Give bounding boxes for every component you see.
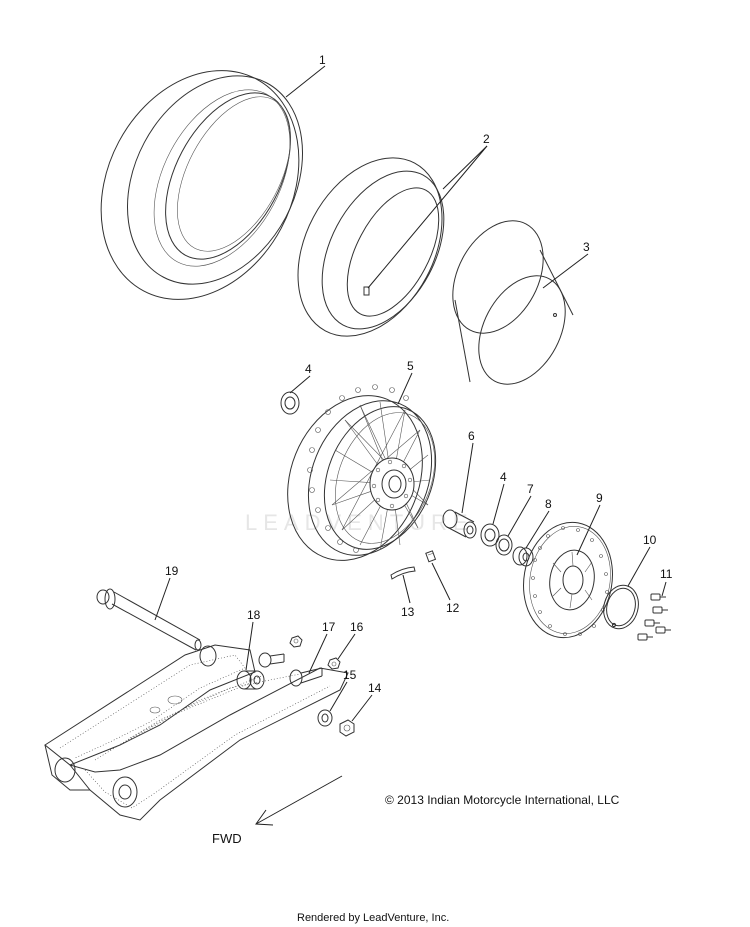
callout-4-left[interactable]: 4 <box>305 362 312 376</box>
callout-14[interactable]: 14 <box>368 681 382 695</box>
callout-7[interactable]: 7 <box>527 482 534 496</box>
callout-19[interactable]: 19 <box>165 564 179 578</box>
callout-4-right[interactable]: 4 <box>500 470 507 484</box>
callout-2[interactable]: 2 <box>483 132 490 146</box>
rim-band[interactable] <box>435 205 583 399</box>
leader-lines <box>154 65 667 722</box>
forward-arrow-icon <box>255 775 343 826</box>
brake-disc[interactable] <box>515 515 622 645</box>
pivot-bushing[interactable] <box>236 670 265 690</box>
washer-15[interactable] <box>317 709 333 727</box>
balance-weight[interactable] <box>390 566 416 580</box>
callout-17[interactable]: 17 <box>322 620 336 634</box>
callout-3[interactable]: 3 <box>583 240 590 254</box>
callout-8[interactable]: 8 <box>545 497 552 511</box>
adjuster-bolt[interactable] <box>258 652 285 668</box>
callout-5[interactable]: 5 <box>407 359 414 373</box>
spacer-small[interactable] <box>512 546 534 567</box>
callout-13[interactable]: 13 <box>401 605 415 619</box>
callout-10[interactable]: 10 <box>643 533 657 547</box>
wheel-spacer[interactable] <box>442 509 477 539</box>
callout-11[interactable]: 11 <box>660 567 673 581</box>
oil-seal[interactable] <box>495 534 513 556</box>
watermark: LEADVENTURE <box>245 510 474 535</box>
callout-numbers: 1 2 3 4 5 6 4 7 8 9 10 11 12 13 19 18 17… <box>165 53 673 695</box>
callout-12[interactable]: 12 <box>446 601 460 615</box>
valve-stem[interactable] <box>425 550 437 563</box>
bearing-right[interactable] <box>480 523 500 547</box>
swingarm[interactable] <box>44 644 349 821</box>
retaining-ring[interactable] <box>599 581 643 632</box>
callout-18[interactable]: 18 <box>247 608 261 622</box>
inner-tube[interactable] <box>269 133 471 361</box>
axle-block-bolt[interactable] <box>289 667 323 687</box>
nut-16[interactable] <box>327 657 341 670</box>
callout-16[interactable]: 16 <box>350 620 364 634</box>
tire[interactable] <box>62 36 337 334</box>
copyright-text: © 2013 Indian Motorcycle International, … <box>385 793 620 807</box>
axle-nut[interactable] <box>339 719 355 737</box>
tube-valve-icon <box>363 286 370 296</box>
adjuster-nut[interactable] <box>289 635 303 648</box>
callout-15[interactable]: 15 <box>343 668 357 682</box>
spoked-wheel[interactable] <box>264 375 456 581</box>
rendered-by-footer: Rendered by LeadVenture, Inc. <box>297 912 449 924</box>
rear-axle[interactable] <box>96 588 202 651</box>
callout-9[interactable]: 9 <box>596 491 603 505</box>
callout-1[interactable]: 1 <box>319 53 326 67</box>
disc-bolts[interactable] <box>637 593 671 641</box>
forward-direction-label: FWD <box>212 831 242 846</box>
callout-6[interactable]: 6 <box>468 429 475 443</box>
bearing-left[interactable] <box>280 391 300 415</box>
